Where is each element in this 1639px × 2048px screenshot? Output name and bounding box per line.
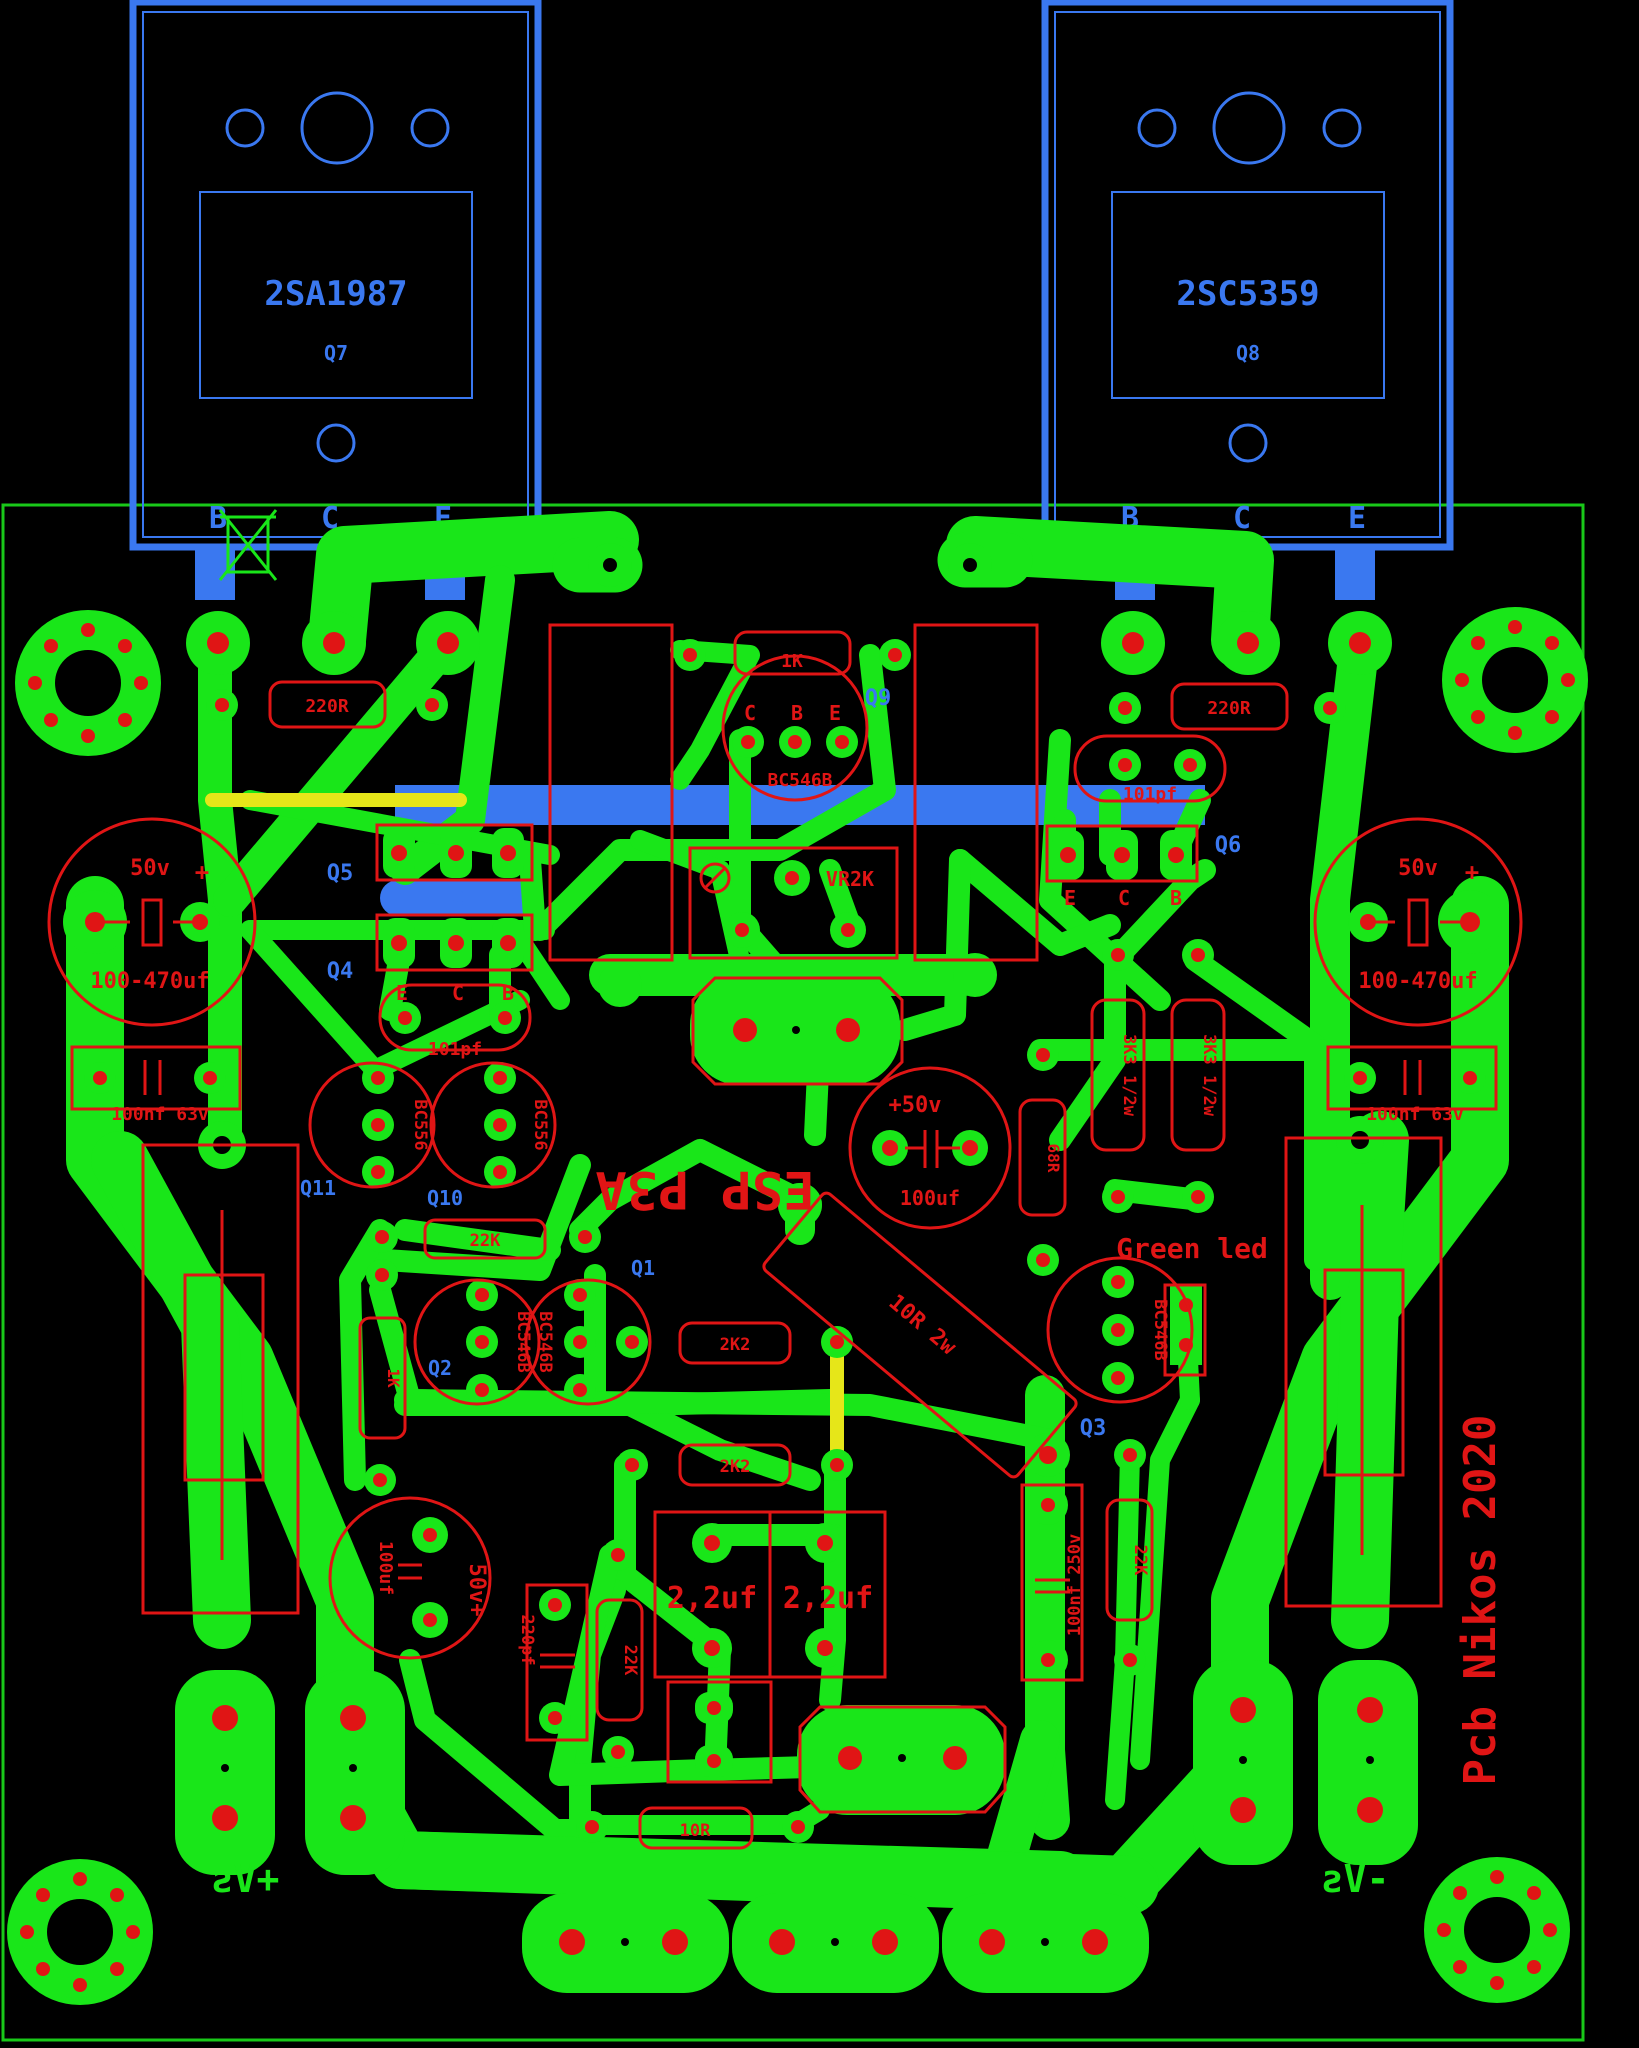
q3-part-label: BC546B — [1150, 1299, 1170, 1360]
cap-22uf-a-label: 2,2uf — [667, 1581, 757, 1616]
cap-100nf-250v-label: 100nf 250v — [1065, 1534, 1085, 1636]
r-220-left-label: 220R — [305, 696, 349, 717]
c101-right-label: 101pf — [1123, 784, 1177, 805]
r-10r-2w-label: 10R 2w — [884, 1290, 962, 1361]
r-2k2-b-label: 2K2 — [720, 1457, 751, 1477]
q5-pin-c: C — [451, 886, 464, 911]
cap-big-left-value: 100-470uf — [90, 969, 209, 994]
board-outline — [1, 503, 1585, 2042]
r-22k-right-label: 22K — [1130, 1545, 1150, 1576]
q2-part-label: BC546B — [513, 1311, 533, 1372]
r-2k2-a-label: 2K2 — [720, 1335, 751, 1355]
q4-pin-c: C — [452, 981, 464, 1005]
q1-ref-label: Q1 — [631, 1256, 655, 1280]
q2-ref-label: Q2 — [428, 1356, 452, 1380]
silkscreen: 1K 220R 220R C B E BC546B Q9 VR2K 101pf … — [47, 623, 1523, 1901]
cap-22uf-b-label: 2,2uf — [783, 1581, 873, 1616]
led-label: Green led — [1116, 1232, 1268, 1265]
cap-big-right-voltage: 50v — [1398, 856, 1438, 881]
mounting-holes — [7, 607, 1588, 2005]
vplus-label: +Vs — [211, 1857, 280, 1901]
q6-pin-e: E — [1064, 886, 1076, 910]
q5-pin-e: E — [395, 886, 408, 911]
power-transistor-q7: 2SA1987 Q7 B C E — [129, 0, 542, 551]
q8-pin-c: C — [1233, 501, 1251, 536]
q10-part-label: BC556 — [530, 1099, 550, 1150]
cap-film-right-label: 100nf 63v — [1366, 1104, 1464, 1125]
vr-label: VR2K — [826, 867, 874, 891]
q6-ref-label: Q6 — [1215, 833, 1242, 858]
cap-big-right-value: 100-470uf — [1358, 969, 1477, 994]
q7-pin-b: B — [209, 501, 227, 536]
q6-pin-c: C — [1118, 886, 1130, 910]
vminus-label: -Vs — [1321, 1857, 1390, 1901]
q8-pin-e: E — [1348, 501, 1366, 536]
q9-pin-b: B — [791, 701, 803, 725]
cap-low-value: 100uf — [375, 1541, 396, 1595]
q11-ref-label: Q11 — [300, 1176, 336, 1200]
q10-ref-label: Q10 — [427, 1186, 463, 1210]
power-transistor-q8: 2SC5359 Q8 B C E — [1041, 0, 1454, 551]
q8-ref-label: Q8 — [1236, 341, 1260, 365]
r-3k3b-label: 3K3 1/2w — [1199, 1034, 1219, 1117]
r-1k-label: 1K — [781, 651, 803, 672]
q5-pin-b: B — [501, 886, 514, 911]
q1-part-label: BC546B — [535, 1311, 555, 1372]
cap-mid-voltage: +50v — [889, 1093, 942, 1118]
cap-low-voltage: 50v+ — [464, 1564, 489, 1617]
q3-ref-label: Q3 — [1080, 1416, 1107, 1441]
q5-ref-label: Q5 — [327, 861, 354, 886]
author-label: Pcb Nikos 2020 — [1455, 1415, 1506, 1786]
cap-big-left-plus: + — [195, 858, 209, 886]
q7-pin-c: C — [321, 501, 339, 536]
r-220-right-label: 220R — [1207, 698, 1251, 719]
cap-big-left-voltage: 50v — [130, 856, 170, 881]
q11-part-label: BC556 — [410, 1099, 430, 1150]
q7-ref-label: Q7 — [324, 341, 348, 365]
r-22k-mid-label: 22K — [470, 1231, 501, 1251]
q7-part-label: 2SA1987 — [264, 274, 407, 314]
cap-big-right-plus: + — [1465, 858, 1479, 886]
cap-mid-value: 100uf — [900, 1186, 960, 1210]
q9-ref-label: Q9 — [865, 686, 892, 711]
q6-pin-b: B — [1170, 886, 1182, 910]
r-3k3a-label: 3K3 1/2w — [1119, 1034, 1139, 1117]
cap-film-left-label: 100nf 63v — [111, 1104, 209, 1125]
r-10r-label: 10R — [680, 1821, 711, 1841]
q9-pin-c: C — [744, 701, 756, 725]
r-68r-label: 68R — [1044, 1144, 1063, 1173]
copper-pads — [63, 543, 1502, 1993]
board-name-label: ESP P3A — [595, 1159, 814, 1219]
r-22k-bottom-label: 22K — [620, 1645, 640, 1676]
q4-ref-label: Q4 — [327, 959, 354, 984]
r-1k-left-label: 1K — [384, 1368, 403, 1388]
c101-left-label: 101pf — [428, 1039, 482, 1060]
q8-part-label: 2SC5359 — [1176, 274, 1319, 314]
trash-bin-icon — [218, 509, 278, 581]
q9-part-label: BC546B — [767, 770, 832, 791]
q9-pin-e: E — [829, 701, 841, 725]
cap-220pf-label: 220pf — [517, 1614, 537, 1665]
